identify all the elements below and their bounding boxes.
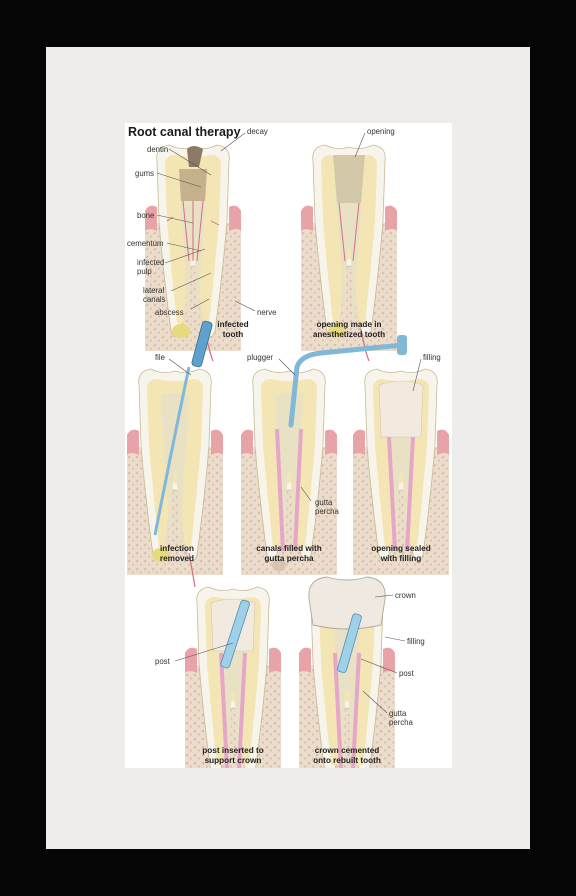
label-cementum: cementum [127,239,163,248]
label-pulp: pulp [137,267,152,276]
panel-infection-removed [126,368,224,588]
illustration-sheet: Root canal therapy [125,123,452,768]
caption-panel-7-line-1: crown cemented [315,746,380,755]
label-canals: canals [143,295,166,304]
caption-panel-3-line-2: removed [160,554,194,563]
caption-panel-2-line-1: opening made in [316,320,381,329]
caption-panel-5-line-1: opening sealed [371,544,431,553]
label-opening: opening [367,127,395,136]
endodontic-file [153,320,213,536]
page-title: Root canal therapy [128,125,241,139]
labels-panel-1: decay dentin gums bone cementum infected… [127,127,277,317]
panel-canals-filled [240,368,338,576]
label-plugger: plugger [247,353,273,362]
label-file: file [155,353,165,362]
panel-opening-sealed [352,368,450,576]
label-decay: decay [247,127,268,136]
caption-panel-1-line-2: tooth [223,330,243,339]
caption-panel-6-line-1: post inserted to [202,746,263,755]
label-gutta: gutta [315,498,333,507]
label-filling: filling [423,353,441,362]
caption-panel-4-line-2: gutta percha [264,554,314,563]
leader-lines [156,132,422,714]
label-post: post [155,657,171,666]
caption-panel-6-line-2: support crown [205,756,262,765]
caption-panel-4-line-1: canals filled with [256,544,322,553]
label-abscess: abscess [155,308,184,317]
label-infected: infected [137,258,164,267]
label-post-2: post [399,669,415,678]
label-nerve: nerve [257,308,277,317]
panel-infected-tooth [144,144,242,362]
label-dentin: dentin [147,145,168,154]
caption-panel-3-line-1: infection [160,544,194,553]
caption-panel-5-line-2: with filling [380,554,421,563]
label-gums: gums [135,169,154,178]
root-canal-diagram: decay dentin gums bone cementum infected… [126,127,450,768]
label-percha: percha [315,507,340,516]
caption-panel-2-line-2: anesthetized tooth [313,330,385,339]
caption-panel-1-line-1: infected [217,320,248,329]
plugger-instrument [288,335,407,428]
label-crown: crown [395,591,416,600]
label-gutta-2: gutta [389,709,407,718]
label-percha-2: percha [389,718,414,727]
label-filling-2: filling [407,637,425,646]
label-bone: bone [137,211,154,220]
label-lateral: lateral [143,286,165,295]
caption-panel-7-line-2: onto rebuilt tooth [313,756,381,765]
panel-crown-cemented [298,576,396,768]
panel-post-inserted [184,586,282,768]
